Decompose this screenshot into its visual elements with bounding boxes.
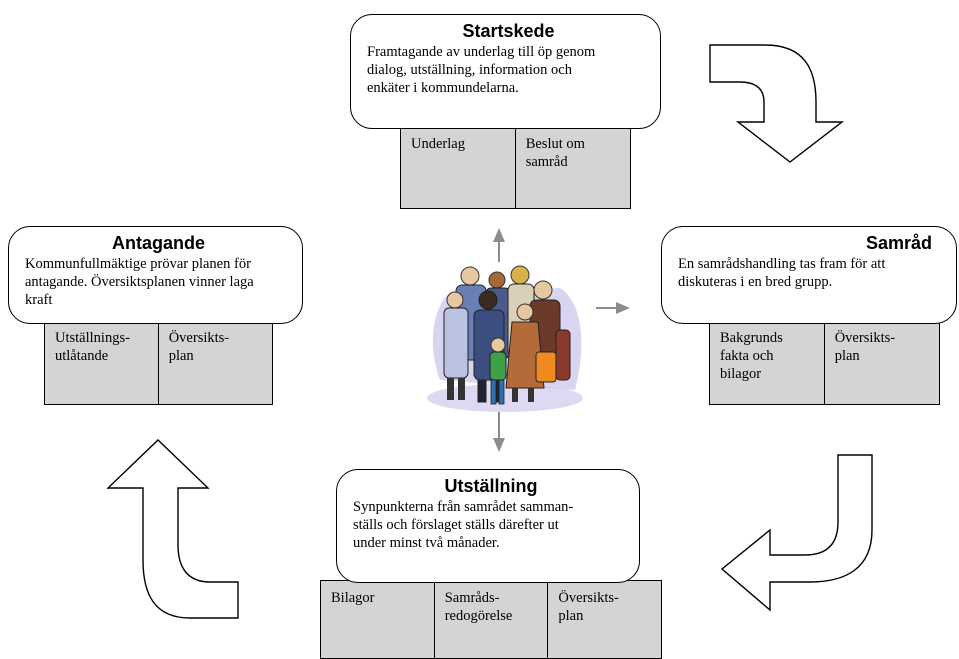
stage-title: Samråd: [865, 233, 932, 253]
stage-description: Kommunfullmäktige prövar planen för anta…: [25, 256, 254, 308]
doc-cell: Översikts- plan: [823, 320, 940, 405]
stage-samrad: Samråd En samrådshandling tas fram för a…: [661, 226, 957, 324]
stage-title: Utställning: [444, 476, 538, 496]
curved-arrow-icon: [106, 439, 239, 619]
startskede-docs: Underlag Beslut om samråd: [400, 126, 631, 209]
doc-cell: Samråds- redogörelse: [433, 580, 549, 659]
doc-label: samråd: [525, 154, 568, 170]
arrow-down-icon: [493, 438, 505, 452]
doc-cell: Bilagor: [320, 580, 435, 659]
people-group-clipart-icon: [427, 265, 583, 412]
curved-arrow-icon: [709, 44, 845, 163]
doc-label: Underlag: [411, 136, 465, 152]
stage-title: Startskede: [462, 21, 555, 41]
stage-antagande: Antagande Kommunfullmäktige prövar plane…: [8, 226, 303, 324]
doc-cell: Översikts- plan: [157, 320, 273, 405]
doc-cell: Beslut om samråd: [514, 126, 631, 209]
doc-cell: Bakgrunds fakta och bilagor: [709, 320, 825, 405]
stage-startskede: Startskede Framtagande av underlag till …: [350, 14, 661, 129]
doc-cell: Översikts- plan: [547, 580, 663, 659]
antagande-docs: Utställnings- utlåtande Översikts- plan: [44, 320, 273, 405]
doc-label: Beslut om: [525, 136, 585, 152]
samrad-docs: Bakgrunds fakta och bilagor Översikts- p…: [709, 320, 940, 405]
doc-cell: Underlag: [400, 126, 516, 209]
stage-description: Framtagande av underlag till öp genom di…: [367, 44, 596, 96]
stage-title: Antagande: [111, 233, 205, 253]
arrow-up-icon: [493, 228, 505, 242]
doc-cell: Utställnings- utlåtande: [44, 320, 159, 405]
stage-description: Synpunkterna från samrådet samman- ställ…: [353, 499, 574, 551]
stage-description: En samrådshandling tas fram för att disk…: [678, 256, 886, 290]
stage-utstallning: Utställning Synpunkterna från samrådet s…: [336, 469, 640, 583]
curved-arrow-icon: [720, 454, 873, 612]
arrow-right-icon: [616, 302, 630, 314]
utstallning-docs: Bilagor Samråds- redogörelse Översikts- …: [320, 580, 663, 659]
